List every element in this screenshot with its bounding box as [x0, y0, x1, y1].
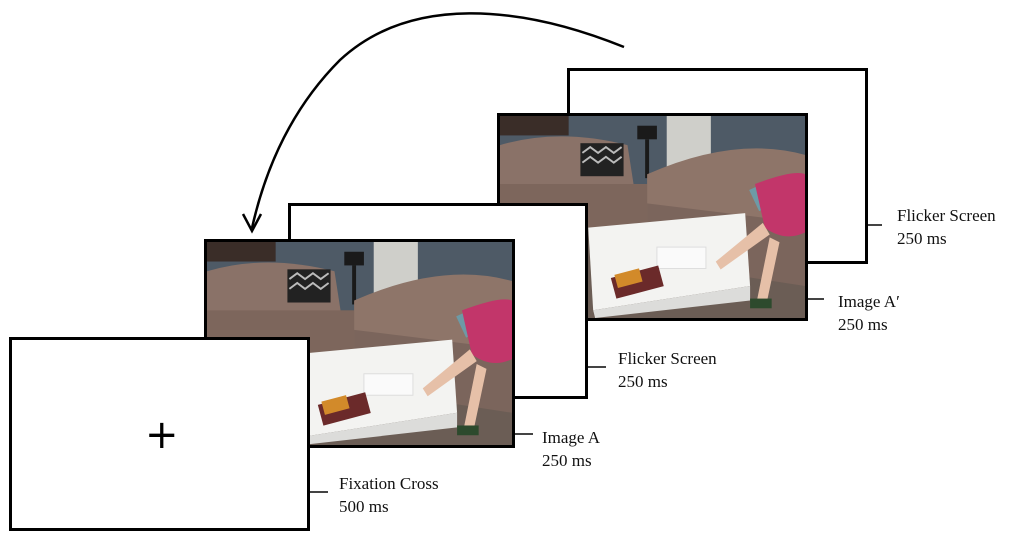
image-a-photo [204, 239, 515, 448]
label-flicker-screen-front: Flicker Screen 250 ms [618, 347, 717, 393]
label-fixation-cross: Fixation Cross 500 ms [339, 472, 439, 518]
label-flicker-screen-back: Flicker Screen 250 ms [897, 204, 996, 250]
label-tick-image-a-prime [808, 298, 824, 300]
label-tick-fixation [310, 491, 328, 493]
label-name: Flicker Screen [897, 206, 996, 225]
label-tick-flicker-front [588, 366, 606, 368]
label-name: Image A′ [838, 292, 900, 311]
label-name: Flicker Screen [618, 349, 717, 368]
fixation-cross-screen: + [9, 337, 310, 531]
label-image-a-prime: Image A′ 250 ms [838, 290, 900, 336]
label-duration: 250 ms [838, 315, 888, 334]
label-name: Image A [542, 428, 601, 447]
label-duration: 250 ms [618, 372, 668, 391]
label-duration: 250 ms [897, 229, 947, 248]
label-duration: 500 ms [339, 497, 389, 516]
label-tick-image-a [515, 433, 533, 435]
label-duration: 250 ms [542, 451, 592, 470]
label-tick-flicker-back [868, 224, 882, 226]
label-image-a: Image A 250 ms [542, 426, 600, 472]
label-name: Fixation Cross [339, 474, 439, 493]
fixation-cross-symbol: + [145, 412, 179, 458]
